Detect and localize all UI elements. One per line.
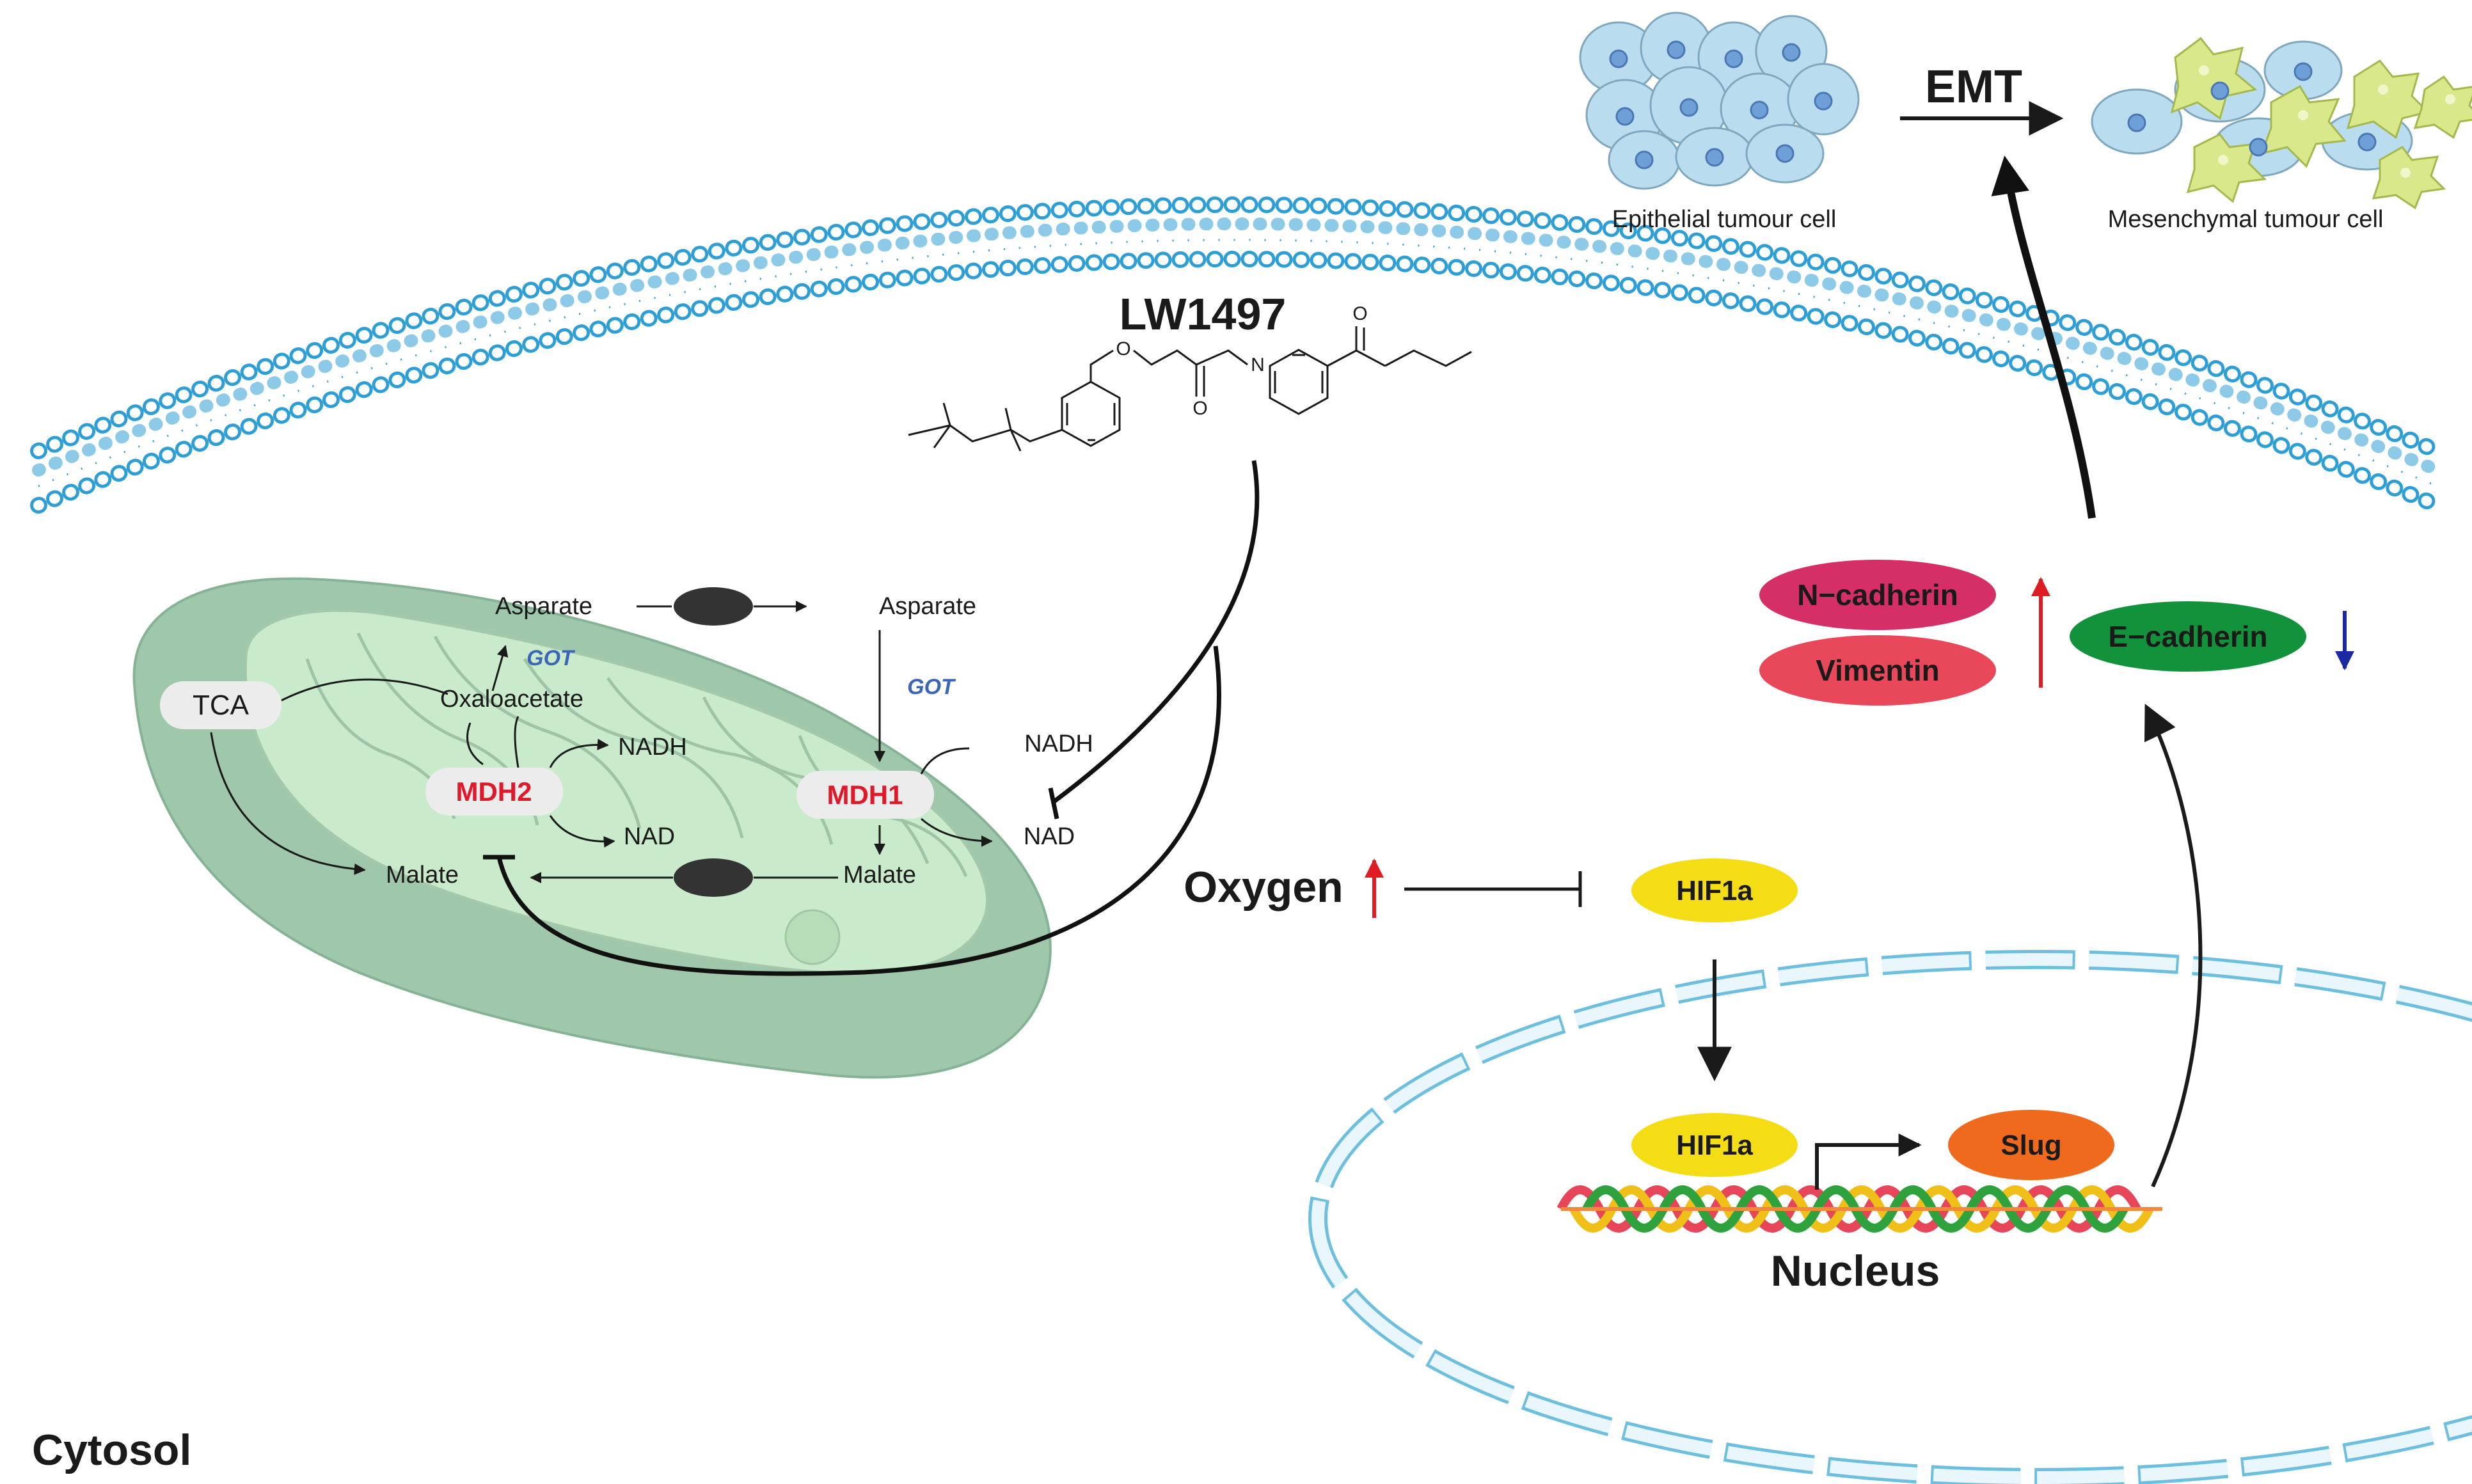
transcription-arrow	[1815, 1133, 1922, 1190]
e-cadherin-node	[2070, 601, 2306, 672]
malate-transporter-icon	[674, 858, 753, 897]
oxaloacetate-label: Oxaloacetate	[440, 686, 583, 713]
mol-oxygen-ketone: O	[1352, 303, 1367, 324]
hif1a-nuc-node	[1631, 1113, 1798, 1177]
e-cadherin-label: E−cadherin	[2108, 620, 2267, 653]
slug-to-ecadherin-arrow	[2144, 704, 2203, 1188]
mito-arrows	[210, 601, 993, 883]
malate-cyto-label: Malate	[843, 862, 916, 888]
nucleus-label: Nucleus	[1771, 1247, 1940, 1295]
asparate-cyto-label: Asparate	[879, 593, 976, 620]
mesenchymal-cells-icon	[2091, 36, 2472, 210]
mdh2-node	[425, 768, 563, 816]
epithelial-cells-icon	[1579, 12, 1860, 190]
slug-node	[1948, 1110, 2114, 1180]
slug-label: Slug	[2001, 1130, 2061, 1161]
mol-oxygen-amide: O	[1192, 398, 1207, 419]
nadh-mito-label: NADH	[618, 734, 687, 761]
tca-node	[160, 681, 281, 729]
got-cyto-label: GOT	[907, 675, 956, 699]
vimentin-node	[1759, 635, 1996, 706]
nadh-cyto-label: NADH	[1024, 730, 1093, 757]
oxygen-label: Oxygen	[1184, 863, 1343, 912]
mdh1-label: MDH1	[827, 780, 903, 810]
malate-mito-label: Malate	[386, 862, 459, 888]
nuclear-envelope	[1308, 950, 2472, 1484]
n-cadherin-label: N−cadherin	[1797, 578, 1958, 612]
emt-label: EMT	[1925, 61, 2022, 113]
to-emt-arrow	[1991, 155, 2096, 519]
hif1a-cyto-node	[1631, 858, 1798, 922]
nad-mito-label: NAD	[624, 823, 675, 850]
cell-membrane	[30, 196, 2446, 514]
mol-oxygen-ether: O	[1116, 338, 1130, 359]
n-cadherin-node	[1759, 560, 1996, 630]
cytosol-label: Cytosol	[32, 1426, 191, 1474]
mdh2-label: MDH2	[456, 777, 532, 807]
got-mito-label: GOT	[527, 646, 576, 670]
vimentin-label: Vimentin	[1816, 654, 1939, 687]
mesenchymal-label: Mesenchymal tumour cell	[2108, 206, 2384, 233]
asparate-transporter-icon	[674, 587, 753, 626]
tca-label: TCA	[193, 690, 250, 721]
lw1497-structure-icon	[908, 326, 1472, 452]
lw1497-label: LW1497	[1120, 289, 1287, 339]
dna-helix-icon	[1557, 1185, 2162, 1233]
asparate-mito-label: Asparate	[495, 593, 592, 620]
mdh1-node	[796, 771, 934, 819]
mitochondrion-icon	[132, 577, 1052, 1079]
epithelial-label: Epithelial tumour cell	[1612, 206, 1837, 233]
hif1a-nuc-label: HIF1a	[1676, 1130, 1753, 1161]
lw1497-inhibition-lines	[483, 460, 1260, 976]
mol-nitrogen: N	[1251, 354, 1265, 375]
nad-cyto-label: NAD	[1024, 823, 1075, 850]
hif1a-cyto-label: HIF1a	[1676, 875, 1753, 906]
